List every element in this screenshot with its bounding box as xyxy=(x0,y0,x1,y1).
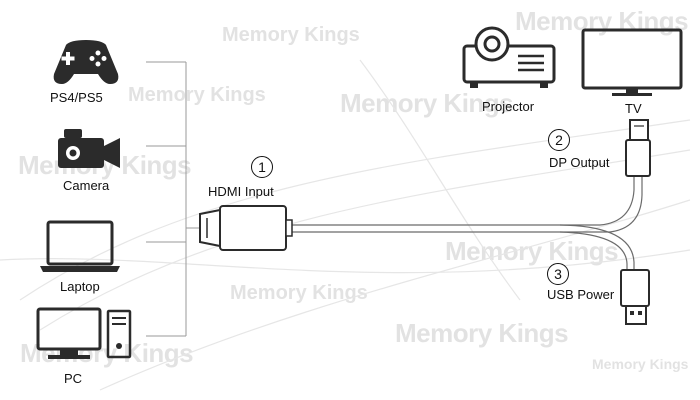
watermark: Memory Kings xyxy=(340,88,514,118)
device-label-ps: PS4/PS5 xyxy=(50,90,103,105)
device-label-pc: PC xyxy=(64,371,83,386)
usb-cable xyxy=(559,224,635,270)
tv-icon xyxy=(581,28,683,96)
watermark: Memory Kings xyxy=(222,24,360,46)
device-label-camera: Camera xyxy=(63,178,110,193)
background-swoosh xyxy=(0,59,691,391)
output-label-tv: TV xyxy=(625,101,642,116)
gamepad-icon xyxy=(53,40,119,84)
desktop-pc-icon xyxy=(36,307,132,359)
watermark: Memory Kings xyxy=(128,84,266,106)
watermark: Memory Kings xyxy=(445,236,619,266)
dp-cable xyxy=(599,176,643,233)
watermark: Memory Kings xyxy=(395,318,569,348)
step-label-dp-output: DP Output xyxy=(549,155,610,170)
dp-connector xyxy=(625,119,651,177)
projector-icon xyxy=(462,26,556,88)
output-label-projector: Projector xyxy=(482,99,535,114)
laptop-icon xyxy=(40,220,120,272)
step-label-usb-power: USB Power xyxy=(547,287,615,302)
step-number-2: 2 xyxy=(548,129,570,151)
hdmi-connector xyxy=(199,205,293,251)
watermark: Memory Kings xyxy=(230,282,368,304)
watermark: Memory Kings xyxy=(592,356,689,372)
device-label-laptop: Laptop xyxy=(60,279,100,294)
step-label-hdmi-input: HDMI Input xyxy=(208,184,274,199)
usb-connector xyxy=(620,269,650,325)
video-camera-icon xyxy=(58,129,120,168)
main-cable xyxy=(290,224,610,233)
device-bracket xyxy=(146,61,200,337)
step-number-1: 1 xyxy=(251,156,273,178)
step-number-3: 3 xyxy=(547,263,569,285)
